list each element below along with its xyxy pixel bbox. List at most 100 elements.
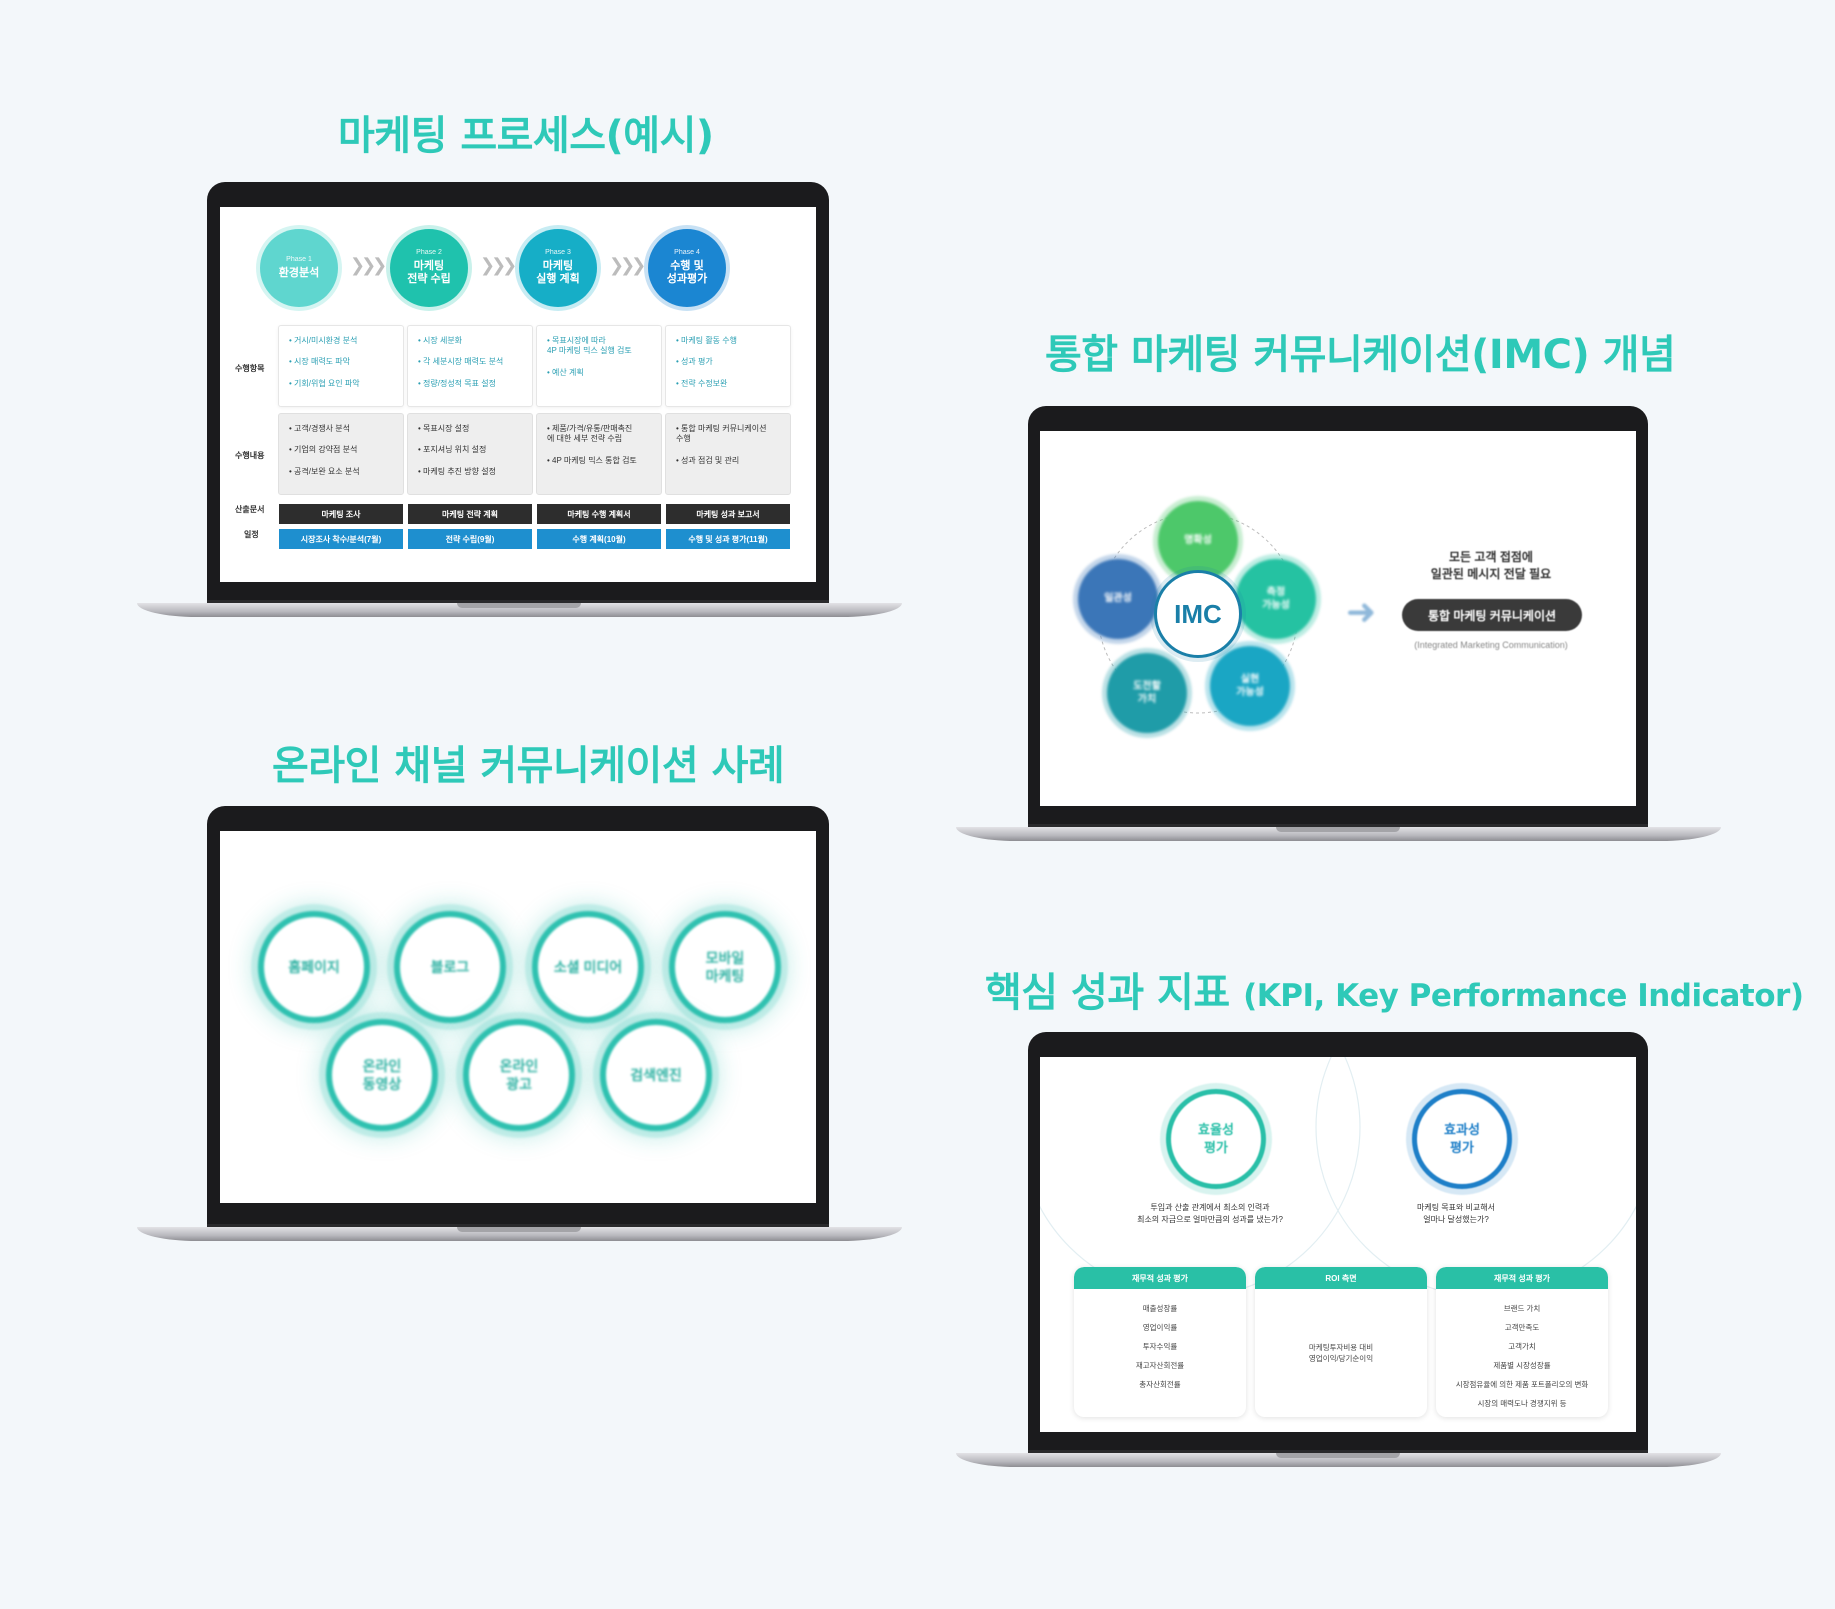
row-label-documents: 산출문서 [235, 505, 265, 514]
phase-3-label: Phase 3 [545, 248, 571, 256]
list-item: • 거시/미시환경 분석 [289, 336, 358, 345]
kpi-effectiveness-circle: 효과성 평가 [1412, 1089, 1512, 1189]
petal-measurability: 측정 가능성 [1236, 559, 1316, 639]
list-item: • 정량/정성적 목표 설정 [418, 378, 496, 388]
laptop-base [137, 1227, 902, 1241]
kpi-effectiveness-desc: 마케팅 목표와 비교해서 얼마나 달성했는가? [1416, 1203, 1496, 1224]
list-item: 제품별 시장성장률 [1493, 1361, 1551, 1370]
kpi-column-nonfinancial: 재무적 성과 평가 브랜드 가치 고객만족도 고객가치 제품별 시장성장률 시장… [1436, 1267, 1608, 1417]
kpi-column-header: 재무적 성과 평가 [1074, 1267, 1246, 1289]
phase-1-title: 환경분석 [278, 266, 320, 279]
laptop-notch [457, 1227, 581, 1232]
list-item: 고객만족도 [1504, 1323, 1540, 1332]
phase-1-label: Phase 1 [286, 255, 312, 263]
contents-cell-3: • 제품/가격/유통/판매촉진 에 대한 세부 전략 수립 • 4P 마케팅 믹… [536, 413, 662, 495]
kpi-column-header: ROI 측면 [1255, 1267, 1427, 1289]
phase-2-circle: Phase 2 마케팅 전략 수립 [390, 229, 468, 307]
items-cell-4: • 마케팅 활동 수행 • 성과 평가 • 전략 수정보완 [665, 325, 791, 407]
laptop-screen: 명확성 측정 가능성 실현 가능성 도전할 가치 일관성 IMC ➜ 모든 고객… [1040, 431, 1636, 806]
heading-imc-concept: 통합 마케팅 커뮤니케이션(IMC) 개념 [1045, 332, 1676, 378]
kpi-efficiency-desc: 투입과 산출 관계에서 최소의 인력과 최소의 자금으로 얼마만큼의 성과를 냈… [1137, 1203, 1283, 1224]
phase-2-title: 마케팅 전략 수립 [407, 259, 451, 286]
list-item: • 성과 평가 [676, 357, 713, 367]
chevron-right-icon: ❯❯❯ [480, 255, 517, 275]
list-item: • 4P 마케팅 믹스 통합 검토 [547, 455, 637, 465]
document-bar-4: 마케팅 성과 보고서 [666, 504, 790, 524]
list-item: 시장의 매력도나 경쟁지위 등 [1477, 1399, 1567, 1408]
schedule-bar-4: 수행 및 성과 평가(11월) [666, 529, 790, 549]
channel-search-engine: 검색엔진 [600, 1019, 712, 1131]
items-cell-3: • 목표시장에 따라 4P 마케팅 믹스 실행 검토 • 예산 계획 [536, 325, 662, 407]
petal-consistency: 일관성 [1078, 559, 1158, 639]
kpi-column-financial: 재무적 성과 평가 매출성장률 영업이익률 투자수익률 재고자산회전률 총자산회… [1074, 1267, 1246, 1417]
list-item: • 목표시장 설정 [418, 424, 470, 433]
channel-homepage: 홈페이지 [258, 911, 370, 1023]
phase-2-label: Phase 2 [416, 248, 442, 256]
contents-cell-2: • 목표시장 설정 • 포지셔닝 위치 설정 • 마케팅 추진 방향 설정 [407, 413, 533, 495]
document-bar-3: 마케팅 수행 계획서 [537, 504, 661, 524]
list-item: • 공격/보완 요소 분석 [289, 466, 360, 476]
laptop-base [956, 1453, 1721, 1467]
phase-1-circle: Phase 1 환경분석 [260, 229, 338, 307]
row-label-items: 수행항목 [235, 364, 265, 373]
list-item: 매출성장률 [1142, 1304, 1178, 1313]
imc-center: IMC [1154, 570, 1242, 658]
phase-3-title: 마케팅 실행 계획 [536, 259, 580, 286]
channel-blog: 블로그 [394, 911, 506, 1023]
list-item: • 마케팅 추진 방향 설정 [418, 466, 496, 476]
heading-online-channel: 온라인 채널 커뮤니케이션 사례 [272, 743, 785, 789]
petal-worth-challenging: 도전할 가치 [1107, 653, 1187, 733]
laptop-notch [457, 603, 581, 608]
kpi-efficiency-circle: 효율성 평가 [1166, 1089, 1266, 1189]
contents-cell-4: • 통합 마케팅 커뮤니케이션 수행 • 성과 점검 및 관리 [665, 413, 791, 495]
list-item: • 각 세분시장 매력도 분석 [418, 357, 504, 367]
list-item: • 기업의 강약점 분석 [289, 445, 358, 455]
list-item: • 목표시장에 따라 4P 마케팅 믹스 실행 검토 [547, 336, 632, 356]
laptop-notch [1276, 827, 1400, 832]
list-item: • 포지셔닝 위치 설정 [418, 445, 487, 455]
laptop-screen: 효율성 평가 효과성 평가 투입과 산출 관계에서 최소의 인력과 최소의 자금… [1040, 1057, 1636, 1432]
heading-marketing-process: 마케팅 프로세스(예시) [338, 113, 714, 159]
schedule-bar-1: 시장조사 착수/분석(7월) [279, 529, 403, 549]
list-item: • 시장 매력도 파악 [289, 357, 350, 367]
items-cell-2: • 시장 세분화 • 각 세분시장 매력도 분석 • 정량/정성적 목표 설정 [407, 325, 533, 407]
laptop-screen: Phase 1 환경분석 ❯❯❯ Phase 2 마케팅 전략 수립 ❯❯❯ P… [220, 207, 816, 582]
list-item: • 통합 마케팅 커뮤니케이션 수행 [676, 424, 767, 444]
phase-4-circle: Phase 4 수행 및 성과평가 [648, 229, 726, 307]
laptop-online-channel: 홈페이지 블로그 소셜 미디어 모바일 마케팅 온라인 동영상 온라인 광고 검… [137, 806, 902, 1246]
list-item: 투자수익률 [1142, 1342, 1178, 1351]
list-item: 영업이익률 [1142, 1323, 1178, 1332]
laptop-notch [1276, 1453, 1400, 1458]
channel-online-ad: 온라인 광고 [463, 1019, 575, 1131]
document-bar-2: 마케팅 전략 계획 [408, 504, 532, 524]
arrow-right-icon: ➜ [1346, 591, 1377, 632]
petal-feasibility: 실현 가능성 [1210, 646, 1290, 726]
list-item: 시장점유율에 의한 제품 포트폴리오의 변화 [1455, 1380, 1589, 1389]
list-item: • 예산 계획 [547, 367, 584, 377]
chevron-right-icon: ❯❯❯ [609, 255, 646, 275]
channel-mobile-marketing: 모바일 마케팅 [669, 911, 781, 1023]
laptop-base [956, 827, 1721, 841]
imc-english: (Integrated Marketing Communication) [1414, 640, 1568, 650]
list-item: • 고객/경쟁사 분석 [289, 424, 350, 433]
chevron-right-icon: ❯❯❯ [350, 255, 387, 275]
list-item: 재고자산회전률 [1135, 1361, 1185, 1370]
list-item: • 마케팅 활동 수행 [676, 336, 737, 345]
row-label-contents: 수행내용 [235, 451, 265, 460]
laptop-marketing-process: Phase 1 환경분석 ❯❯❯ Phase 2 마케팅 전략 수립 ❯❯❯ P… [137, 182, 902, 622]
laptop-screen: 홈페이지 블로그 소셜 미디어 모바일 마케팅 온라인 동영상 온라인 광고 검… [220, 831, 816, 1203]
kpi-column-header: 재무적 성과 평가 [1436, 1267, 1608, 1289]
document-bar-1: 마케팅 조사 [279, 504, 403, 524]
schedule-bar-2: 전략 수립(9월) [408, 529, 532, 549]
petal-clarity: 명확성 [1158, 501, 1238, 581]
laptop-base [137, 603, 902, 617]
list-item: • 성과 점검 및 관리 [676, 455, 740, 465]
laptop-kpi: 효율성 평가 효과성 평가 투입과 산출 관계에서 최소의 인력과 최소의 자금… [956, 1032, 1721, 1472]
laptop-imc: 명확성 측정 가능성 실현 가능성 도전할 가치 일관성 IMC ➜ 모든 고객… [956, 406, 1721, 846]
list-item: 브랜드 가치 [1503, 1304, 1541, 1313]
channel-social-media: 소셜 미디어 [532, 911, 644, 1023]
kpi-column-roi: ROI 측면 마케팅투자비용 대비 영업이익/당기순이익 [1255, 1267, 1427, 1417]
heading-kpi: 핵심 성과 지표 (KPI, Key Performance Indicator… [985, 960, 1804, 1018]
list-item: • 기회/위협 요인 파악 [289, 378, 360, 388]
phase-4-title: 수행 및 성과평가 [666, 259, 708, 286]
